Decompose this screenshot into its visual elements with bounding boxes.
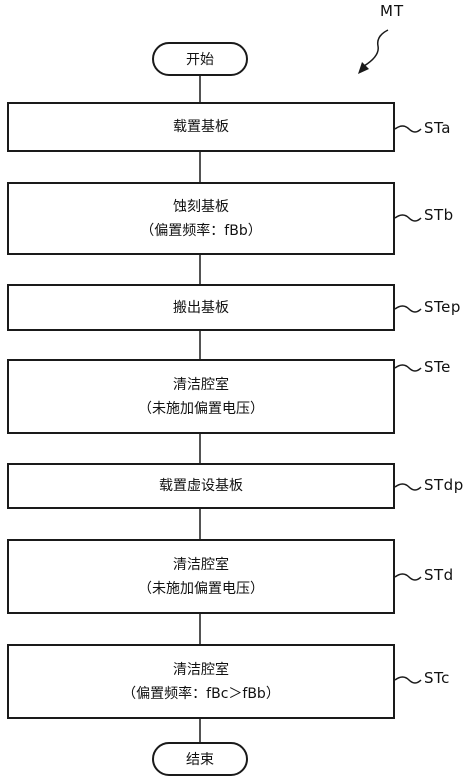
step-sta: 载置基板	[7, 102, 395, 152]
end-text: 结束	[186, 752, 214, 768]
step-step: 搬出基板	[7, 284, 395, 331]
step-text: 载置基板	[173, 119, 229, 135]
step-ste: 清洁腔室 （未施加偏置电压）	[7, 359, 395, 434]
step-label-stc: STc	[424, 669, 450, 687]
step-label-sta: STa	[424, 119, 451, 137]
step-stb: 蚀刻基板 （偏置频率：fBb）	[7, 182, 395, 255]
step-text: 搬出基板	[173, 299, 229, 316]
step-text: 载置虚设基板	[159, 478, 243, 494]
step-text: 清洁腔室	[173, 661, 229, 678]
step-label-stdp: STdp	[424, 476, 464, 494]
step-label-step: STep	[424, 298, 461, 316]
step-subtext: （偏置频率：fBc＞fBb）	[122, 685, 280, 702]
step-text: 蚀刻基板	[173, 198, 229, 215]
step-text: 清洁腔室	[173, 376, 229, 393]
figure-label: MT	[380, 2, 405, 20]
step-subtext: （偏置频率：fBb）	[140, 222, 262, 239]
step-subtext: （未施加偏置电压）	[138, 400, 264, 417]
step-label-ste: STe	[424, 358, 451, 376]
step-label-std: STd	[424, 566, 454, 584]
step-subtext: （未施加偏置电压）	[138, 580, 264, 597]
end-terminal: 结束	[152, 742, 248, 776]
step-stc: 清洁腔室 （偏置频率：fBc＞fBb）	[7, 644, 395, 719]
start-terminal: 开始	[152, 42, 248, 76]
step-label-stb: STb	[424, 206, 454, 224]
step-text: 清洁腔室	[173, 556, 229, 573]
step-stdp: 载置虚设基板	[7, 463, 395, 509]
step-std: 清洁腔室 （未施加偏置电压）	[7, 539, 395, 614]
start-text: 开始	[186, 52, 214, 68]
